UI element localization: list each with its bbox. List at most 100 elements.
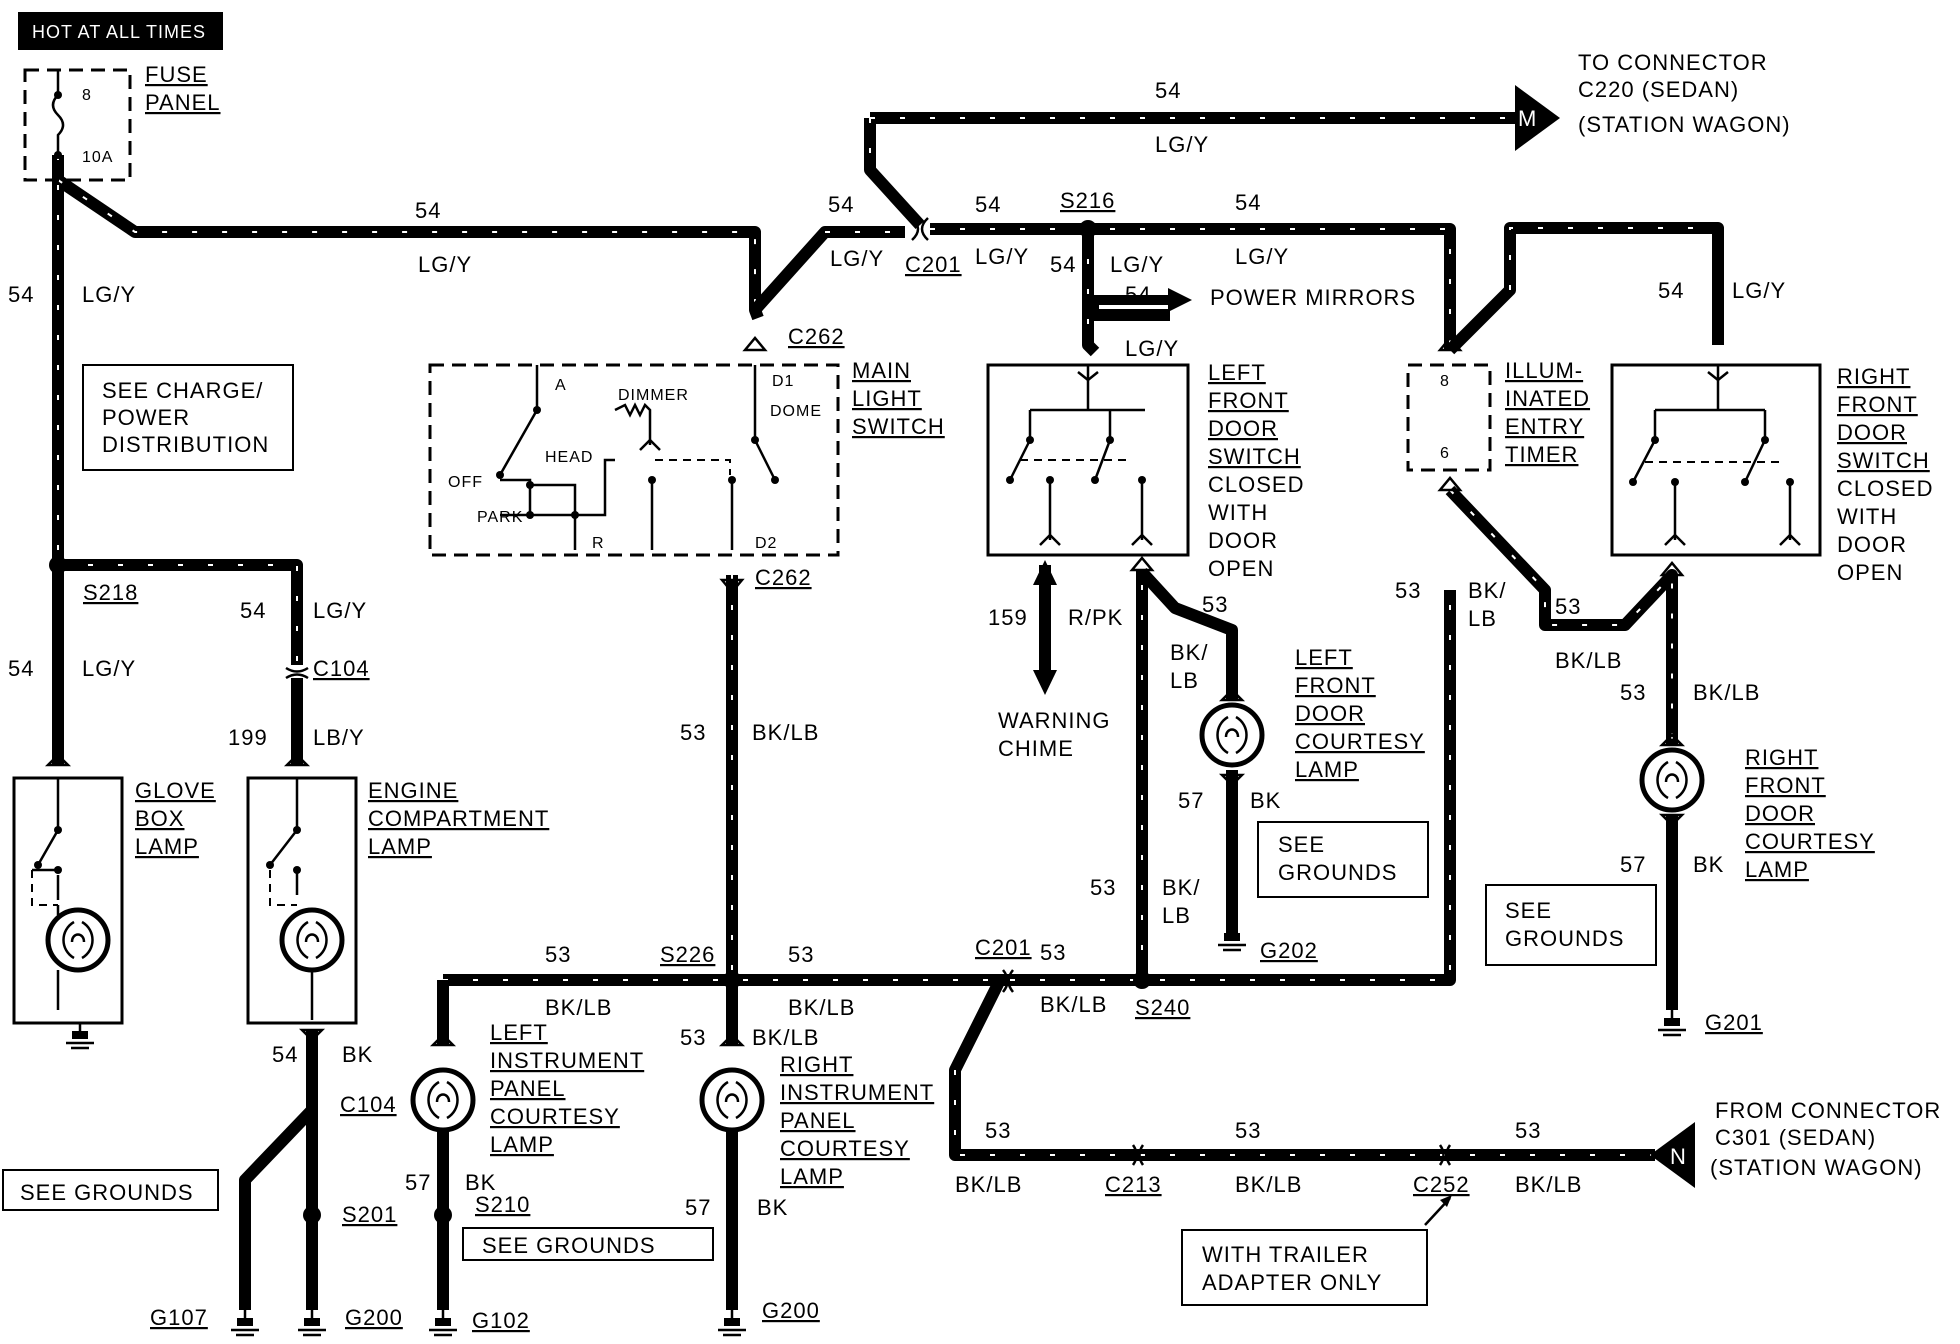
wire-label: 57	[1178, 788, 1204, 813]
hot-at-all-times-label: HOT AT ALL TIMES	[32, 22, 206, 42]
wire-label: 54	[975, 192, 1001, 217]
left-front-door-courtesy-lamp-label-2: FRONT	[1295, 673, 1376, 698]
see-charge-note-line3: DISTRIBUTION	[102, 432, 269, 457]
right-front-door-switch-box	[1610, 363, 1822, 557]
fuse-number: 8	[82, 87, 92, 104]
switch-with-label: WITH	[1837, 504, 1897, 529]
power-mirrors-label: POWER MIRRORS	[1210, 285, 1416, 310]
wire-label: 54	[1155, 78, 1181, 103]
right-front-door-switch-label-4: SWITCH	[1837, 448, 1930, 473]
wire-label: 57	[685, 1195, 711, 1220]
wire-label: 53	[1235, 1118, 1261, 1143]
connector-c104-top: C104	[313, 656, 370, 681]
warning-chime-label-2: CHIME	[998, 736, 1074, 761]
see-grounds-label-1: SEE GROUNDS	[20, 1180, 194, 1205]
wire-label: 53	[1395, 578, 1421, 603]
right-instrument-panel-courtesy-lamp-label-2: INSTRUMENT	[780, 1080, 934, 1105]
splice-s216-label: S216	[1060, 188, 1115, 213]
wire-label: BK/LB	[788, 995, 855, 1020]
warning-chime-label-1: WARNING	[998, 708, 1111, 733]
wire-label: 54	[240, 598, 266, 623]
fuse-rating: 10A	[82, 149, 113, 166]
glove-box-lamp-label-1: GLOVE	[135, 778, 216, 803]
splice-dots	[49, 220, 1151, 1224]
left-front-door-courtesy-lamp-label-4: COURTESY	[1295, 729, 1425, 754]
main-light-switch-label-2: LIGHT	[852, 386, 922, 411]
right-front-door-courtesy-lamp-label-5: LAMP	[1745, 857, 1809, 882]
from-connector-c301: C301 (SEDAN)	[1715, 1125, 1876, 1150]
switch-door-label: DOOR	[1208, 528, 1278, 553]
switch-closed-label: CLOSED	[1208, 472, 1304, 497]
connector-c213-label: C213	[1105, 1172, 1162, 1197]
wire-label: 54	[828, 192, 854, 217]
right-front-door-courtesy-lamp-label-1: RIGHT	[1745, 745, 1818, 770]
wire-label: LG/Y	[82, 656, 136, 681]
to-connector-label: TO CONNECTOR	[1578, 50, 1768, 75]
connector-glyphs	[285, 217, 1452, 1166]
right-instrument-panel-courtesy-lamp-label-1: RIGHT	[780, 1052, 853, 1077]
main-light-switch-dome: DOME	[770, 403, 822, 420]
arrow-heads	[44, 336, 1686, 1047]
splice-s210-label: S210	[475, 1192, 530, 1217]
main-light-switch-box	[428, 363, 840, 557]
ground-g202-label: G202	[1260, 938, 1318, 963]
engine-compartment-lamp-label-2: COMPARTMENT	[368, 806, 549, 831]
wire-label: 54	[415, 198, 441, 223]
connector-c262-bottom: C262	[755, 565, 812, 590]
connector-n-arrow	[1650, 1122, 1695, 1188]
main-light-switch-off: OFF	[448, 474, 483, 491]
engine-compartment-lamp-label-3: LAMP	[368, 834, 432, 859]
wire-label: LG/Y	[1110, 252, 1164, 277]
glove-box-lamp-label-3: LAMP	[135, 834, 199, 859]
right-front-door-switch-label-1: RIGHT	[1837, 364, 1910, 389]
wire-label: 53	[1515, 1118, 1541, 1143]
left-instrument-panel-courtesy-lamp-label-4: COURTESY	[490, 1104, 620, 1129]
glove-box-lamp-label-2: BOX	[135, 806, 184, 831]
trailer-adapter-note-box	[1181, 1229, 1428, 1306]
wire-label: BK/	[1162, 875, 1200, 900]
wire-label: BK/LB	[1235, 1172, 1302, 1197]
wire-label: 53	[1202, 592, 1228, 617]
connector-m-arrow	[1515, 85, 1560, 151]
ground-g200-label-2: G200	[762, 1298, 820, 1323]
main-light-switch-park: PARK	[477, 509, 523, 526]
wire-label: BK	[342, 1042, 373, 1067]
main-light-switch-d1: D1	[772, 373, 794, 390]
wire-label: BK/LB	[1555, 648, 1622, 673]
switch-closed-label: CLOSED	[1837, 476, 1933, 501]
see-grounds-box-4	[462, 1227, 714, 1261]
wire-label: BK/LB	[955, 1172, 1022, 1197]
illuminated-entry-timer-label-2: INATED	[1505, 386, 1590, 411]
wire-label: BK/LB	[752, 720, 819, 745]
splice-s240-label: S240	[1135, 995, 1190, 1020]
switch-door-label: DOOR	[1837, 532, 1907, 557]
switch-with-label: WITH	[1208, 500, 1268, 525]
wire-label: LG/Y	[82, 282, 136, 307]
wire-label: 54	[8, 282, 34, 307]
fuse-panel-box	[23, 68, 132, 182]
trailer-adapter-note-line1: WITH TRAILER	[1202, 1242, 1369, 1267]
right-front-door-switch-label-2: FRONT	[1837, 392, 1918, 417]
wire-label: LG/Y	[1155, 132, 1209, 157]
splice-s218-dot	[49, 556, 67, 574]
wire-label: 199	[228, 725, 268, 750]
ground-g200-label-1: G200	[345, 1305, 403, 1330]
right-instrument-panel-courtesy-lamp-label-5: LAMP	[780, 1164, 844, 1189]
wire-label: LG/Y	[830, 246, 884, 271]
left-front-door-courtesy-lamp-label-5: LAMP	[1295, 757, 1359, 782]
engine-compartment-lamp-label-1: ENGINE	[368, 778, 458, 803]
wire-label: BK/LB	[545, 995, 612, 1020]
right-front-door-courtesy-lamp-label-2: FRONT	[1745, 773, 1826, 798]
see-grounds-box-2-line2: GROUNDS	[1278, 860, 1397, 885]
left-front-door-courtesy-lamp-label-3: DOOR	[1295, 701, 1365, 726]
wire-label: LB	[1162, 903, 1191, 928]
connector-m-letter: M	[1518, 106, 1537, 131]
see-grounds-box-3-line2: GROUNDS	[1505, 926, 1624, 951]
wire-label: BK/	[1468, 578, 1506, 603]
main-light-switch-dimmer: DIMMER	[618, 387, 689, 404]
wire-label: LG/Y	[313, 598, 367, 623]
right-front-door-switch-label-3: DOOR	[1837, 420, 1907, 445]
wire-label: 54	[272, 1042, 298, 1067]
right-front-door-courtesy-lamp-label-3: DOOR	[1745, 801, 1815, 826]
